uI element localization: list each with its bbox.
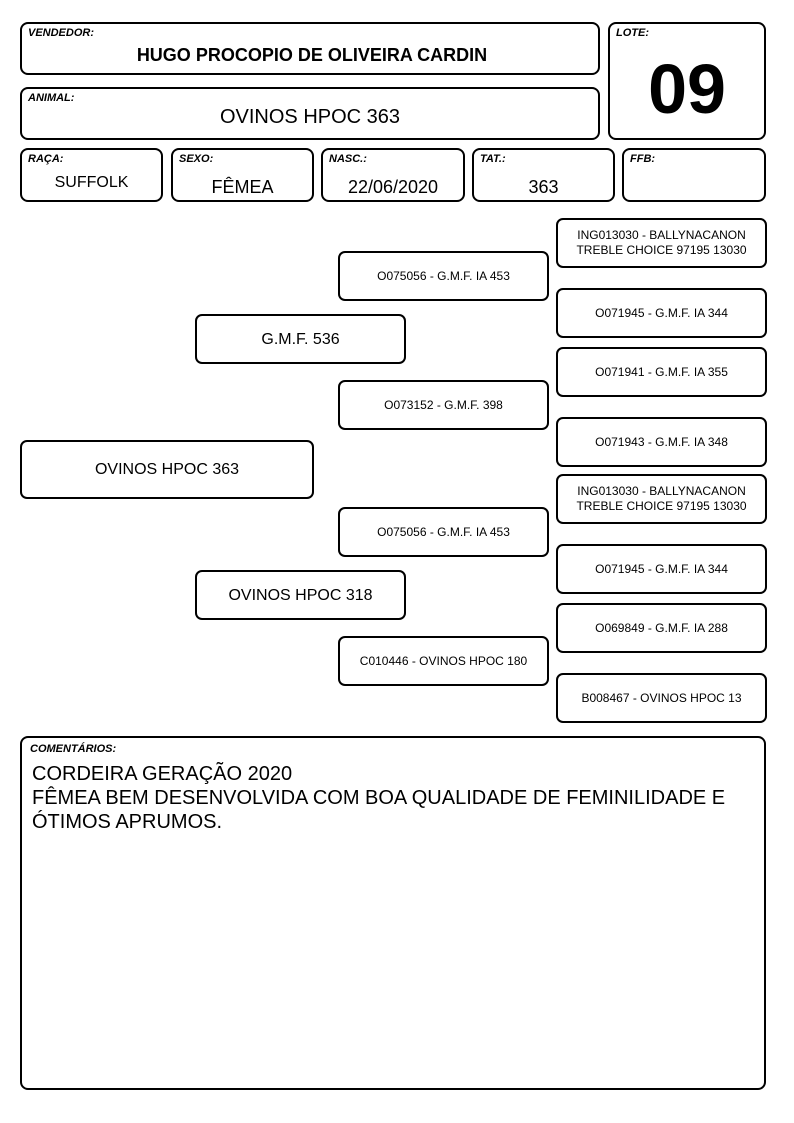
comments-text: CORDEIRA GERAÇÃO 2020 FÊMEA BEM DESENVOL… (32, 763, 726, 833)
tattoo-label: TAT.: (480, 153, 506, 165)
pedigree-gen3-8: B008467 - OVINOS HPOC 13 (556, 673, 767, 723)
lot-box: LOTE: 09 (608, 22, 766, 140)
pedigree-gen3-text: O071945 - G.M.F. IA 344 (595, 561, 728, 576)
pedigree-gen3-text: O071945 - G.M.F. IA 344 (595, 305, 728, 320)
seller-name: HUGO PROCOPIO DE OLIVEIRA CARDIN (136, 45, 488, 65)
pedigree-gen3-text: ING013030 - BALLYNACANON TREBLE CHOICE 9… (576, 228, 747, 257)
pedigree-gen3-text: B008467 - OVINOS HPOC 13 (581, 690, 742, 705)
ffb-box: FFB: (622, 148, 766, 202)
birth-label: NASC.: (329, 153, 367, 165)
pedigree-gen3-text: O071941 - G.M.F. IA 355 (595, 364, 728, 379)
comments-box: COMENTÁRIOS: CORDEIRA GERAÇÃO 2020 FÊMEA… (20, 736, 766, 1090)
breed-label: RAÇA: (28, 153, 64, 165)
breed-value: SUFFOLK (54, 174, 129, 191)
sex-label: SEXO: (179, 153, 214, 165)
pedigree-animal: OVINOS HPOC 363 (20, 440, 314, 499)
pedigree-gen3-text: ING013030 - BALLYNACANON TREBLE CHOICE 9… (576, 484, 747, 513)
pedigree-dam-dam: C010446 - OVINOS HPOC 180 (338, 636, 549, 686)
pedigree-gen3-6: O071945 - G.M.F. IA 344 (556, 544, 767, 594)
animal-box: ANIMAL: OVINOS HPOC 363 (20, 87, 600, 140)
sex-box: SEXO: FÊMEA (171, 148, 314, 202)
pedigree-sire-dam: O073152 - G.M.F. 398 (338, 380, 549, 430)
pedigree-gen3-text: O071943 - G.M.F. IA 348 (595, 434, 728, 449)
animal-label: ANIMAL: (28, 92, 75, 104)
comments-label: COMENTÁRIOS: (30, 743, 117, 755)
pedigree-sire-dam-text: O073152 - G.M.F. 398 (384, 397, 503, 412)
pedigree-gen3-2: O071945 - G.M.F. IA 344 (556, 288, 767, 338)
breed-box: RAÇA: SUFFOLK (20, 148, 163, 202)
tattoo-value: 363 (528, 177, 559, 197)
birth-value: 22/06/2020 (347, 177, 439, 197)
seller-label: VENDEDOR: (28, 27, 95, 39)
tattoo-box: TAT.: 363 (472, 148, 615, 202)
animal-name: OVINOS HPOC 363 (219, 106, 401, 128)
pedigree-sire-sire-text: O075056 - G.M.F. IA 453 (377, 268, 510, 283)
lot-label: LOTE: (616, 27, 649, 39)
pedigree-dam-sire: O075056 - G.M.F. IA 453 (338, 507, 549, 557)
pedigree-dam-text: OVINOS HPOC 318 (228, 586, 373, 604)
pedigree-sire: G.M.F. 536 (195, 314, 406, 364)
ffb-label: FFB: (630, 153, 656, 165)
seller-box: VENDEDOR: HUGO PROCOPIO DE OLIVEIRA CARD… (20, 22, 600, 75)
pedigree-gen3-text: O069849 - G.M.F. IA 288 (595, 620, 728, 635)
pedigree-dam-dam-text: C010446 - OVINOS HPOC 180 (359, 653, 528, 668)
pedigree-sire-text: G.M.F. 536 (261, 330, 340, 348)
birth-box: NASC.: 22/06/2020 (321, 148, 465, 202)
pedigree-dam: OVINOS HPOC 318 (195, 570, 406, 620)
pedigree-gen3-4: O071943 - G.M.F. IA 348 (556, 417, 767, 467)
pedigree-animal-text: OVINOS HPOC 363 (94, 461, 240, 478)
pedigree-gen3-1: ING013030 - BALLYNACANON TREBLE CHOICE 9… (556, 218, 767, 268)
lot-number: 09 (648, 50, 726, 128)
pedigree-dam-sire-text: O075056 - G.M.F. IA 453 (377, 524, 510, 539)
sex-value: FÊMEA (211, 177, 274, 197)
pedigree-gen3-5: ING013030 - BALLYNACANON TREBLE CHOICE 9… (556, 474, 767, 524)
pedigree-sire-sire: O075056 - G.M.F. IA 453 (338, 251, 549, 301)
pedigree-gen3-3: O071941 - G.M.F. IA 355 (556, 347, 767, 397)
pedigree-gen3-7: O069849 - G.M.F. IA 288 (556, 603, 767, 653)
